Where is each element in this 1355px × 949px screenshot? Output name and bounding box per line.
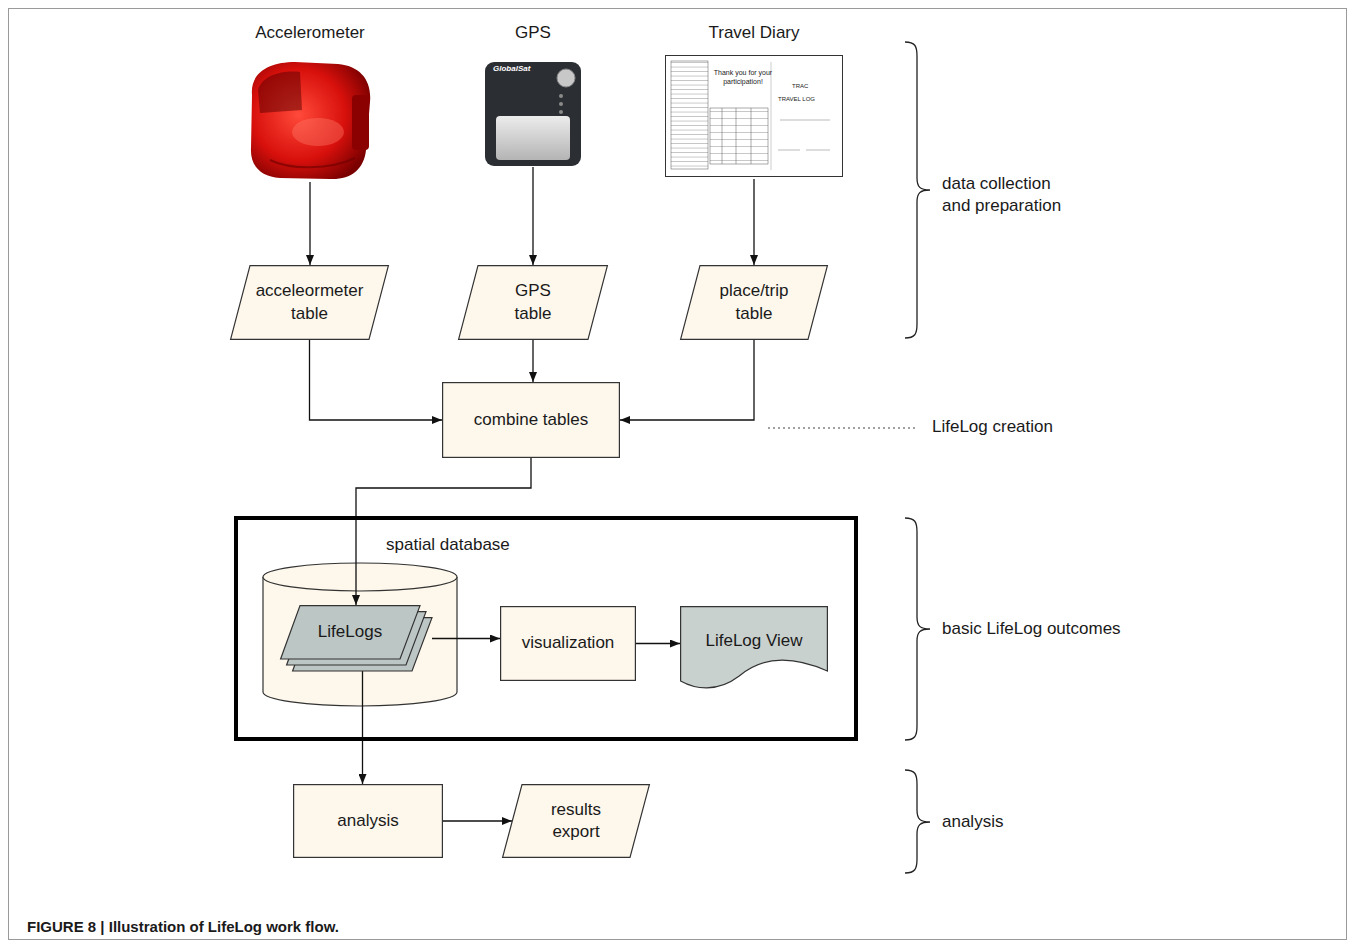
process-box: analysis — [293, 784, 443, 858]
process-box: combine tables — [442, 382, 620, 458]
node-text: acceleormeter table — [252, 280, 367, 324]
node-text: analysis — [337, 810, 398, 832]
node-text: results export — [541, 799, 611, 843]
illustration-text: TRAC — [792, 83, 808, 91]
process-box: results export — [502, 784, 650, 858]
process-box: place/trip table — [680, 265, 828, 340]
braces — [905, 42, 930, 873]
node-text: spatial database — [383, 534, 513, 556]
stage-label: data collection and preparation — [942, 173, 1082, 217]
device-node: Travel Diary — [660, 22, 848, 179]
device-node: Accelerometer — [240, 22, 380, 182]
process-box: visualization — [500, 606, 636, 681]
node-outline — [502, 784, 650, 858]
process-box: LifeLogs — [280, 605, 432, 671]
accelerometer-illustration — [251, 62, 370, 179]
stage-label: basic LifeLog outcomes — [942, 618, 1121, 640]
node-outline — [230, 265, 389, 340]
node-outline — [680, 265, 828, 340]
node-text: combine tables — [474, 409, 588, 431]
illustration-text: GlobalSat — [493, 64, 530, 74]
device-label: Travel Diary — [709, 22, 800, 44]
connector — [443, 820, 512, 821]
process-box: acceleormeter table — [230, 265, 389, 340]
device-label: GPS — [515, 22, 551, 44]
connector — [532, 167, 533, 265]
device-node: GPS — [470, 22, 596, 167]
connector — [362, 671, 363, 784]
node-text: LifeLog View — [705, 630, 802, 652]
connector — [310, 340, 443, 420]
device-label: Accelerometer — [255, 22, 365, 44]
illustration-text: TRAVEL LOG — [778, 96, 815, 104]
node-text: place/trip table — [704, 280, 804, 324]
node-text: GPS table — [503, 280, 563, 324]
connector — [532, 340, 533, 382]
stage-label: analysis — [942, 811, 1003, 833]
database-region: spatial databaseLifeLogs visualization Lif… — [234, 516, 858, 741]
node-text: LifeLogs — [318, 621, 382, 643]
node-text: visualization — [522, 632, 615, 654]
database-cylinder — [263, 563, 457, 706]
connector — [753, 179, 754, 265]
stage-label: LifeLog creation — [932, 416, 1053, 438]
gps-illustration — [485, 62, 581, 166]
dotted-leader — [768, 428, 915, 429]
travel-diary-illustration — [666, 56, 843, 177]
illustration-text: Thank you for your participation! — [712, 68, 774, 86]
connector — [309, 182, 310, 265]
process-box: LifeLog View — [680, 606, 828, 691]
connector — [620, 340, 754, 420]
figure-caption: FIGURE 8 | Illustration of LifeLog work … — [27, 918, 339, 935]
node-outline — [458, 265, 608, 340]
connector — [432, 638, 500, 639]
connector — [356, 458, 531, 605]
figure-frame — [9, 9, 1347, 940]
process-box: GPS table — [458, 265, 608, 340]
connector — [636, 643, 680, 644]
